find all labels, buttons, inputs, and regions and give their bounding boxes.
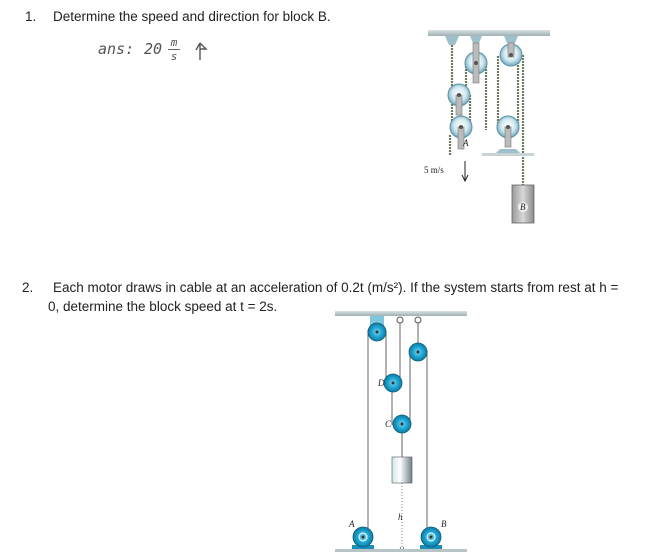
figure-1-pulley-diagram: A 5 m/s B bbox=[424, 30, 550, 224]
label-a: A bbox=[462, 138, 469, 148]
answer-fraction-bar bbox=[168, 49, 180, 50]
label-motor-a: A bbox=[348, 519, 355, 529]
up-arrow-icon bbox=[195, 42, 208, 60]
velocity-label: 5 m/s bbox=[424, 165, 444, 175]
problem-2-text-line2: 0, determine the block speed at t = 2s. bbox=[48, 299, 278, 314]
floor bbox=[335, 549, 467, 552]
label-b: B bbox=[520, 202, 526, 212]
answer-unit-denominator: s bbox=[170, 50, 178, 63]
down-arrow-icon bbox=[461, 161, 469, 183]
motor-a bbox=[352, 526, 374, 549]
problem-2-number: 2. bbox=[22, 280, 34, 295]
label-motor-b: B bbox=[441, 519, 447, 529]
problem-2-text-line1: Each motor draws in cable at an accelera… bbox=[53, 280, 619, 295]
answer-unit-numerator: m bbox=[170, 36, 178, 49]
hanging-block bbox=[391, 456, 413, 484]
label-h: h bbox=[398, 512, 403, 522]
answer-prefix: ans: bbox=[98, 40, 135, 58]
figure-2-motor-pulley-diagram: D C h A B bbox=[335, 311, 467, 552]
ceiling bbox=[335, 311, 467, 316]
label-d: D bbox=[377, 378, 385, 388]
motor-b bbox=[420, 526, 442, 549]
label-c: C bbox=[385, 419, 392, 429]
ceiling bbox=[428, 30, 550, 36]
problem-1-number: 1. bbox=[25, 9, 37, 24]
answer-value: 20 bbox=[144, 40, 163, 58]
problem-1-text: Determine the speed and direction for bl… bbox=[53, 9, 331, 24]
